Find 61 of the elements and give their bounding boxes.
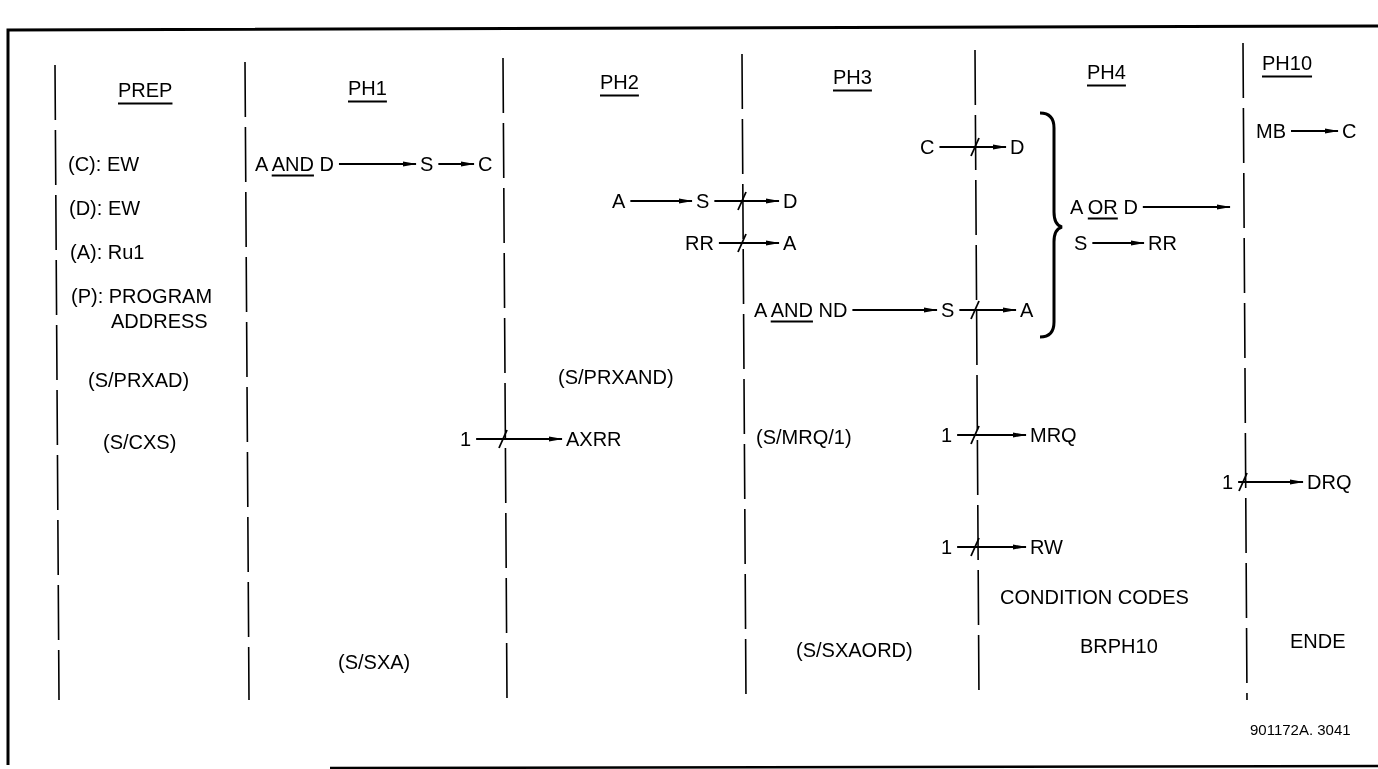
signal-text: MB (1256, 118, 1286, 144)
signal-text: S (1074, 230, 1088, 256)
arrow (437, 161, 475, 167)
signal-text: A (612, 188, 626, 214)
phase-heading: PH1 (348, 75, 387, 101)
signal-text: RR (1148, 230, 1177, 256)
signal-text: C (478, 151, 493, 177)
signal-text: A AND ND (754, 297, 848, 323)
signal-text: RW (1030, 534, 1063, 560)
arrow (629, 198, 693, 204)
signal-text: D (1010, 134, 1025, 160)
phase-heading: PH3 (833, 64, 872, 90)
annotation-text: ENDE (1290, 628, 1346, 654)
signal-text: S (420, 151, 434, 177)
signal-text: D (783, 188, 798, 214)
annotation-text: (A): Ru1 (70, 239, 145, 265)
annotation-text: CONDITION CODES (1000, 584, 1189, 610)
signal-text: A AND D (255, 151, 334, 177)
signal-text: S (696, 188, 710, 214)
arrow (851, 307, 938, 313)
arrow (475, 429, 563, 449)
phase-heading: PH10 (1262, 50, 1313, 76)
annotation-text: (C): EW (68, 151, 140, 177)
signal-text: 1 (460, 426, 472, 452)
arrow (1141, 204, 1231, 210)
annotation-text: (S/SXAORD) (796, 637, 913, 663)
arrow (1091, 240, 1145, 246)
annotation-text: (D): EW (69, 195, 141, 221)
signal-text: MRQ (1030, 422, 1077, 448)
arrow (938, 137, 1007, 157)
signal-text: C (1342, 118, 1357, 144)
arrow (958, 300, 1017, 320)
signal-text: 1 (1222, 469, 1234, 495)
annotation-text: (S/PRXAND) (558, 364, 674, 390)
signal-text: AXRR (566, 426, 622, 452)
signal-text: 1 (941, 534, 953, 560)
annotation-text: (S/CXS) (103, 429, 177, 455)
signal-text: A (783, 230, 797, 256)
annotation-text: (S/MRQ/1) (756, 424, 852, 450)
arrow (713, 191, 780, 211)
annotation-text: BRPH10 (1080, 633, 1158, 659)
arrow (1290, 128, 1339, 134)
signal-text: A OR D (1070, 194, 1138, 220)
phase-heading: PH2 (600, 69, 639, 95)
phase-heading: PREP (118, 77, 173, 103)
arrow (956, 425, 1027, 445)
annotation-text: (S/PRXAD) (88, 367, 190, 393)
signal-text: C (920, 134, 935, 160)
signal-text: DRQ (1307, 469, 1352, 495)
signal-text: RR (685, 230, 714, 256)
annotation-text: (S/SXA) (338, 649, 411, 675)
arrow (718, 233, 780, 253)
signal-text: 1 (941, 422, 953, 448)
phase-heading: PH4 (1087, 59, 1126, 85)
arrow (1237, 472, 1304, 492)
arrow (338, 161, 417, 167)
signal-text: S (941, 297, 955, 323)
signal-text: A (1020, 297, 1034, 323)
arrow (956, 537, 1027, 557)
figure-number: 901172A. 3041 (1250, 720, 1351, 740)
annotation-text: (P): PROGRAM ADDRESS (71, 284, 214, 334)
